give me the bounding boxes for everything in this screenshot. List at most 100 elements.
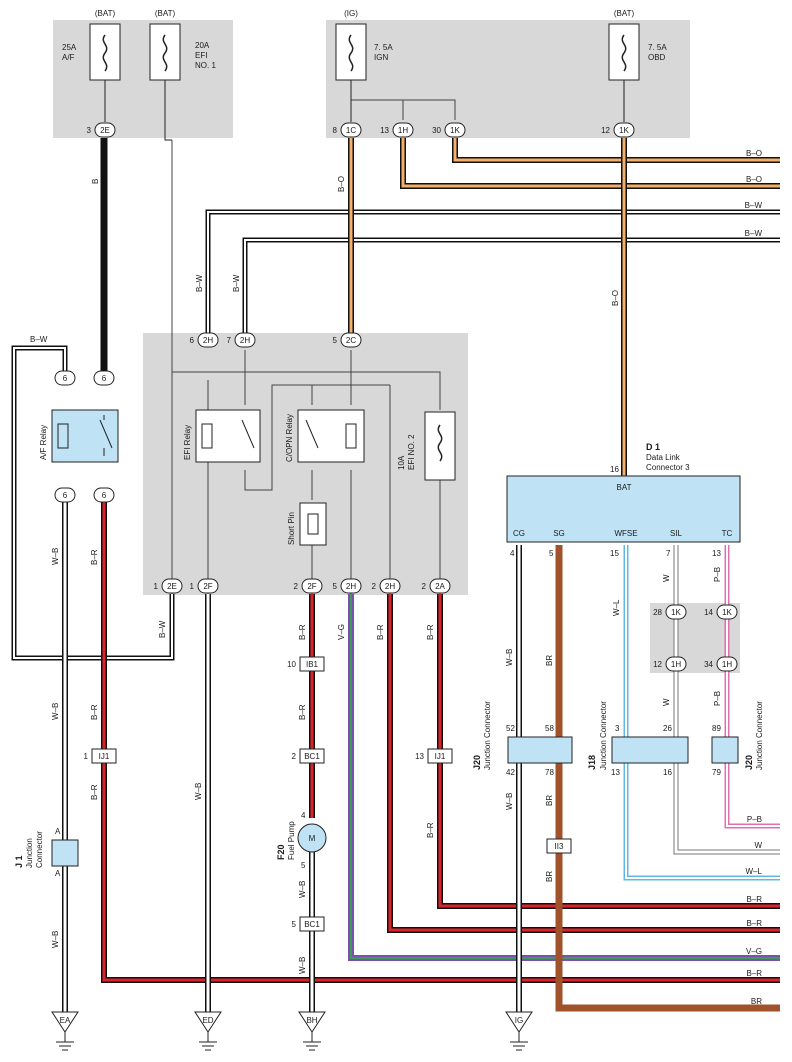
fuse-efi2-rating: 10A [397, 455, 406, 470]
ground-triangle [194, 1011, 222, 1033]
relay-efi-coil [201, 423, 213, 449]
connector-pill-body [444, 122, 466, 138]
label-wb-af-2: W–B [51, 703, 60, 720]
connector-pill-body [340, 122, 362, 138]
connector-pin-number: 30 [432, 126, 441, 135]
label-b: B [91, 179, 100, 184]
relay-efi-label: EFI Relay [183, 425, 192, 460]
connector-pill-body [197, 578, 219, 594]
connector-pill-body [197, 332, 219, 348]
dlc-pin-15: 15 [610, 549, 619, 558]
wire-vg-inner [350, 594, 780, 959]
connector-pill-body [234, 332, 256, 348]
dlc-pin-4: 4 [510, 549, 515, 558]
label-bw-2h6: B–W [195, 274, 204, 292]
connector-pill-label: 1K [671, 608, 681, 617]
relay-copn-switch [305, 419, 319, 449]
connector-pin-number: 2 [422, 582, 427, 591]
connector-pill-label: 2C [346, 336, 356, 345]
fuse-efi1-source: (BAT) [155, 9, 176, 18]
fuse-ign-name: IGN [374, 53, 388, 62]
ground-label: IG [515, 1016, 523, 1025]
connector-pin-number: 2 [372, 582, 377, 591]
wire-bw-2h-6-inner [207, 211, 780, 333]
wire-labels: B B–O B–O B–W B–W B–W B–W W–B W–B W–B B–… [30, 149, 763, 1006]
connector-pill-label: 2A [435, 582, 445, 591]
connector-pin-number: 14 [704, 608, 713, 617]
connector-pill-label: 2E [100, 126, 110, 135]
wires [11, 78, 780, 1012]
fuse-obd-symbol [621, 34, 627, 72]
wire-br-af-inner [102, 500, 780, 982]
connector-pill: 6 [93, 370, 115, 386]
label-wb-af-1: W–B [51, 548, 60, 565]
dlc-name-1: Data Link [646, 453, 681, 462]
label-brown-2: BR [545, 795, 554, 806]
j20-right-id: J20 [744, 755, 754, 770]
label-br-2a-2: B–R [426, 822, 435, 838]
connector-pill-body [429, 578, 451, 594]
j1-pin-a-bottom: A [55, 869, 61, 878]
label-right-br-2: B–R [746, 919, 762, 928]
connector-pill-body [716, 656, 738, 672]
fuse-ign-symbol [348, 34, 354, 72]
label-wb-pump-1: W–B [298, 881, 307, 898]
relay-internal-wiring [171, 140, 441, 594]
relay-block-panel [143, 333, 468, 595]
label-br-pump-2: B–R [298, 704, 307, 720]
connector-pill: 6 [54, 487, 76, 503]
connector-pill-body [161, 578, 183, 594]
connector-pin-number: 34 [704, 660, 713, 669]
j18-box [611, 736, 689, 764]
label-right-br-1: B–R [746, 895, 762, 904]
connector-pill-label: 6 [102, 491, 107, 500]
fuse-efi2-symbol [437, 424, 443, 462]
inline-connector-pin: 1 [84, 752, 89, 761]
connector-pill-label: 1K [619, 126, 629, 135]
label-right-pb: P–B [747, 815, 762, 824]
fuel-pump-motor [297, 823, 327, 853]
inline-connector: II3 [546, 838, 572, 854]
connector-pill-body [665, 656, 687, 672]
relays: A/F Relay EFI Relay C/OPN Relay Short Pi… [39, 409, 365, 546]
inline-connector-body [546, 838, 572, 854]
dlc-id: D 1 [646, 442, 660, 452]
short-pin-element [307, 513, 319, 535]
fuel-pump-id: F20 [276, 844, 286, 860]
fuse-panel-left [53, 20, 233, 138]
fuel-pump-motor-label: M [309, 834, 316, 843]
label-brown-1: BR [545, 655, 554, 666]
dlc-bat: BAT [617, 483, 632, 492]
inline-connector-body [427, 748, 453, 764]
dlc-cg: CG [513, 529, 525, 538]
connector-pill: 2H6 [190, 332, 219, 348]
label-right-vg: V–G [746, 947, 762, 956]
fuses [89, 23, 640, 481]
label-w-sil-1: W [662, 574, 671, 582]
connector-pill-label: 2H [203, 336, 213, 345]
j18-pin-26: 26 [663, 724, 672, 733]
j20-pin-42: 42 [506, 768, 515, 777]
connector-pill-body [94, 122, 116, 138]
connector-pill-body [340, 578, 362, 594]
j20-right-name: Junction Connector [755, 701, 764, 770]
fuel-pump-name: Fuel Pump [287, 821, 296, 860]
label-br-2h: B–R [376, 624, 385, 640]
connector-pill: 2H2 [372, 578, 401, 594]
wire-bw-2h-6 [205, 209, 780, 333]
ground-triangle [298, 1011, 326, 1033]
short-pin-label: Short Pin [287, 512, 296, 545]
connector-pill: 6 [54, 370, 76, 386]
wire-bo-1k30 [452, 138, 780, 163]
connector-pill-body [54, 370, 76, 386]
fuse-af-source: (BAT) [95, 9, 116, 18]
connector-pill-body [613, 122, 635, 138]
label-pb-1: P–B [713, 567, 722, 582]
wire-bw-left-loop-inner [13, 347, 173, 659]
